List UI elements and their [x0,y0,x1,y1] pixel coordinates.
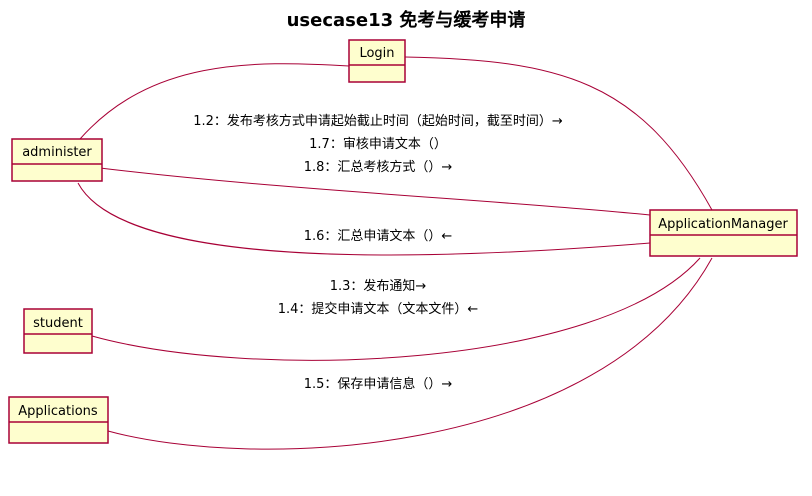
link-student-applicationmanager [91,257,701,361]
message-1-3: 1.3：发布通知→ [330,278,427,294]
link-administer-applicationmanager-lower [77,182,651,256]
object-applicationmanager-label: ApplicationManager [658,217,788,232]
object-login-label: Login [359,46,394,61]
object-applicationmanager: ApplicationManager [649,209,798,257]
message-1-7: 1.7：审核申请文本（） [309,137,447,152]
object-administer-label: administer [22,145,92,160]
object-applications-label: Applications [18,404,98,419]
message-1-4: 1.4：提交申请文本（文本文件）← [278,301,479,317]
object-applications: Applications [8,396,109,444]
message-1-8: 1.8：汇总考核方式（）→ [304,159,453,175]
object-student: student [23,308,93,354]
object-login: Login [348,39,406,83]
link-administer-applicationmanager-upper [99,167,651,216]
link-administer-login [79,63,350,140]
message-1-5: 1.5：保存申请信息（）→ [304,376,453,392]
object-administer: administer [11,138,103,182]
message-1-6: 1.6：汇总申请文本（）← [304,229,453,244]
link-login-applicationmanager [404,56,713,211]
object-student-label: student [33,316,83,331]
message-1-2: 1.2：发布考核方式申请起始截止时间（起始时间，截至时间）→ [193,113,563,129]
link-applications-applicationmanager [107,257,713,450]
diagram-title: usecase13 免考与缓考申请 [287,9,526,31]
